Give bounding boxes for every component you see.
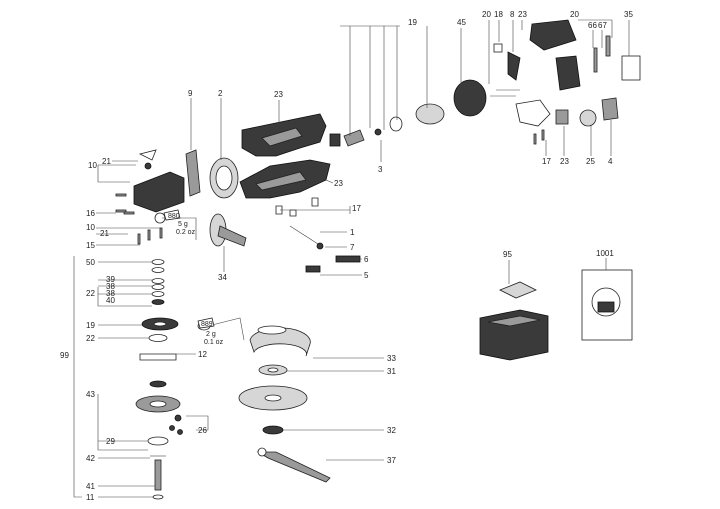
clamping-nut-32 bbox=[262, 425, 284, 435]
label-29: 29 bbox=[106, 437, 115, 446]
label-45: 45 bbox=[457, 18, 466, 27]
charger-95 bbox=[499, 281, 537, 299]
leader-lines bbox=[73, 19, 630, 498]
motor-parts bbox=[329, 79, 487, 147]
label-25: 25 bbox=[586, 157, 595, 166]
label-34: 34 bbox=[218, 273, 227, 282]
label-66: 66 bbox=[588, 21, 597, 30]
label-19-a: 19 bbox=[408, 18, 417, 27]
housing-upper-23 bbox=[241, 113, 327, 157]
label-38-a: 38 bbox=[106, 282, 115, 291]
part-labels: 9 2 23 23 19 45 20 18 8 23 20 66 67 35 3… bbox=[60, 10, 633, 502]
label-10-a: 10 bbox=[88, 161, 97, 170]
label-35: 35 bbox=[624, 10, 633, 19]
grease-qty-g-bottom: 2 g bbox=[206, 331, 216, 338]
grease-code-bottom: 889 bbox=[201, 321, 213, 328]
wheel-guard-33 bbox=[249, 325, 311, 357]
label-1: 1 bbox=[350, 228, 355, 237]
parts-box-1001 bbox=[581, 269, 633, 341]
label-1001: 1001 bbox=[596, 249, 614, 258]
label-6: 6 bbox=[364, 255, 369, 264]
label-38-b: 38 bbox=[106, 289, 115, 298]
side-handle-34 bbox=[209, 213, 247, 247]
label-43: 43 bbox=[86, 390, 95, 399]
label-2: 2 bbox=[218, 89, 223, 98]
grease-qty-oz-top: 0.2 oz bbox=[176, 229, 196, 236]
label-3: 3 bbox=[378, 165, 383, 174]
spanner-37 bbox=[256, 447, 331, 483]
battery-pack bbox=[479, 309, 549, 361]
label-20-a: 20 bbox=[482, 10, 491, 19]
flange-43 bbox=[135, 395, 183, 435]
label-23-c: 23 bbox=[518, 10, 527, 19]
bearing-22 bbox=[148, 334, 168, 342]
label-99: 99 bbox=[60, 351, 69, 360]
plate-12 bbox=[139, 353, 177, 361]
cable-parts bbox=[275, 197, 361, 273]
grease-code-top: 880 bbox=[168, 213, 180, 220]
label-5: 5 bbox=[364, 271, 369, 280]
spindle-head bbox=[133, 149, 185, 224]
label-23-d: 23 bbox=[560, 157, 569, 166]
grease-note-bottom: 889 2 g 0.1 oz bbox=[197, 317, 224, 346]
label-20-b: 20 bbox=[570, 10, 579, 19]
screws-left bbox=[115, 193, 163, 245]
inner-flange-31 bbox=[258, 364, 288, 376]
label-15: 15 bbox=[86, 241, 95, 250]
label-8: 8 bbox=[510, 10, 515, 19]
label-40: 40 bbox=[106, 296, 115, 305]
label-19-b: 19 bbox=[86, 321, 95, 330]
grinding-disc bbox=[238, 385, 308, 411]
housing-lower-23 bbox=[239, 159, 331, 199]
part-9 bbox=[185, 149, 201, 197]
label-10-b: 10 bbox=[86, 223, 95, 232]
label-37: 37 bbox=[387, 456, 396, 465]
label-17-b: 17 bbox=[352, 204, 361, 213]
label-32: 32 bbox=[387, 426, 396, 435]
label-17-a: 17 bbox=[542, 157, 551, 166]
label-23-b: 23 bbox=[334, 179, 343, 188]
label-50: 50 bbox=[86, 258, 95, 267]
top-right-parts bbox=[490, 19, 641, 97]
label-21-a: 21 bbox=[102, 157, 111, 166]
bearing-ring bbox=[149, 380, 167, 388]
label-12: 12 bbox=[198, 350, 207, 359]
label-22-b: 22 bbox=[86, 334, 95, 343]
right-housing-parts bbox=[515, 97, 619, 145]
gear-housing-2 bbox=[209, 157, 239, 199]
label-23-a: 23 bbox=[274, 90, 283, 99]
ring-29 bbox=[147, 436, 169, 446]
label-31: 31 bbox=[387, 367, 396, 376]
label-39: 39 bbox=[106, 275, 115, 284]
label-18: 18 bbox=[494, 10, 503, 19]
circlip-11 bbox=[152, 494, 164, 500]
label-42: 42 bbox=[86, 454, 95, 463]
label-67: 67 bbox=[598, 21, 607, 30]
label-33: 33 bbox=[387, 354, 396, 363]
grease-note-top: 880 5 g 0.2 oz bbox=[163, 209, 196, 236]
spindle-41 bbox=[150, 455, 166, 491]
label-26: 26 bbox=[198, 426, 207, 435]
label-41: 41 bbox=[86, 482, 95, 491]
grease-qty-oz-bottom: 0.1 oz bbox=[204, 339, 224, 346]
label-21-b: 21 bbox=[100, 229, 109, 238]
label-7: 7 bbox=[350, 243, 355, 252]
label-11: 11 bbox=[86, 493, 95, 502]
label-22-a: 22 bbox=[86, 289, 95, 298]
label-9: 9 bbox=[188, 89, 193, 98]
label-4: 4 bbox=[608, 157, 613, 166]
grease-qty-g-top: 5 g bbox=[178, 221, 188, 228]
label-16: 16 bbox=[86, 209, 95, 218]
label-95: 95 bbox=[503, 250, 512, 259]
washer-stack bbox=[151, 259, 165, 305]
